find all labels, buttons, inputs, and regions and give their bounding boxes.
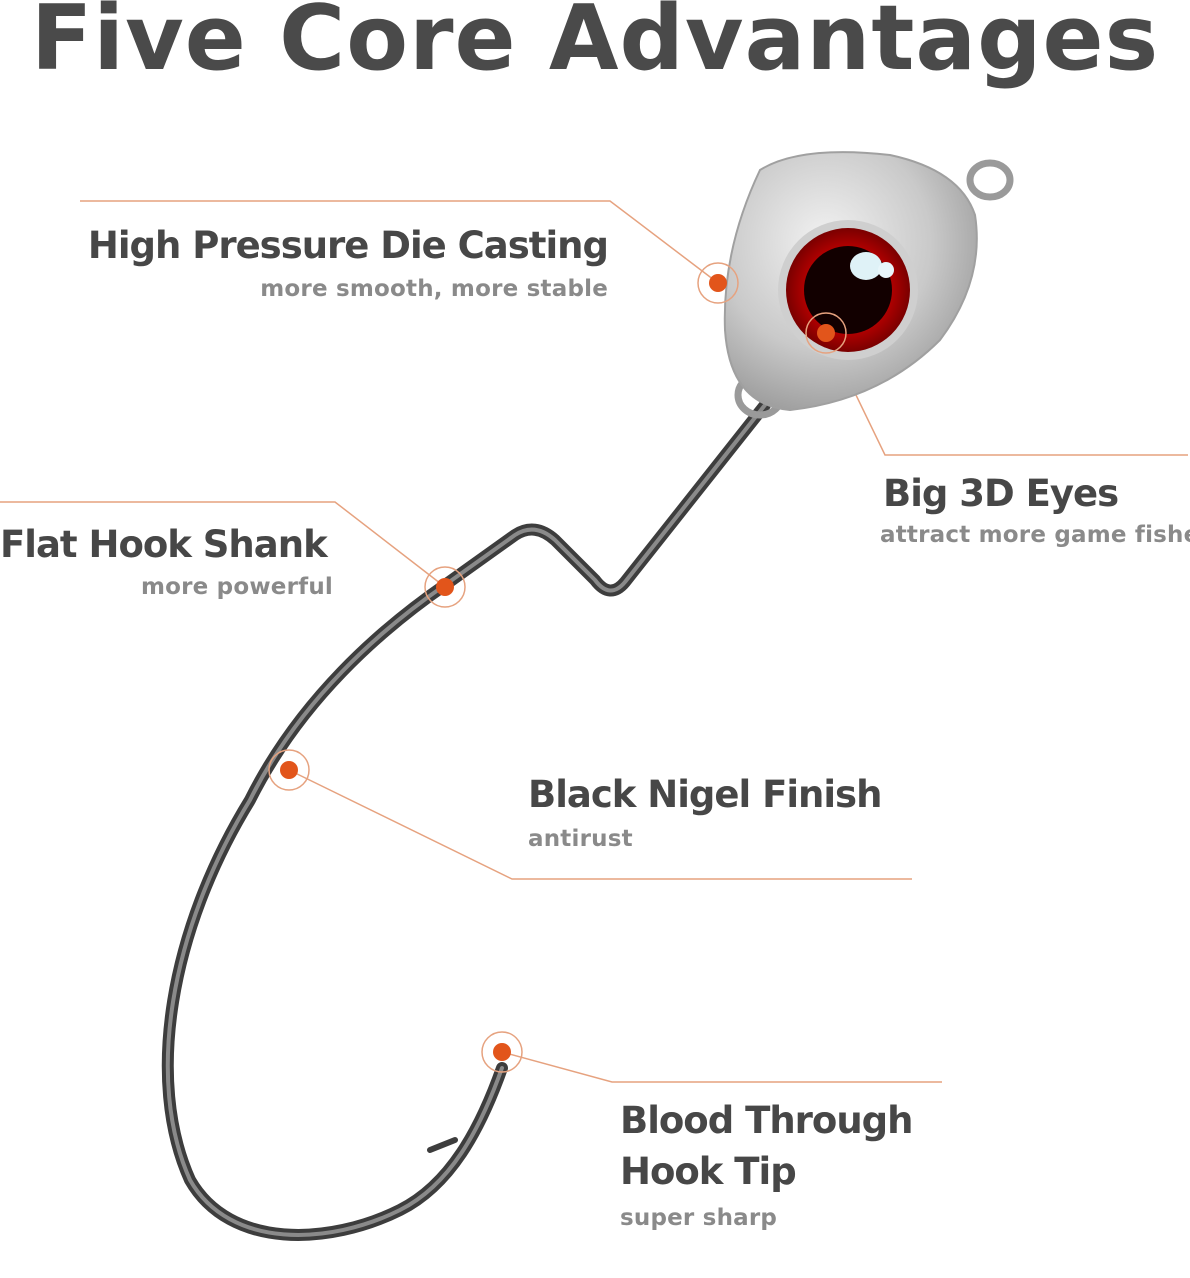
feature-subtitle-finish: antirust: [528, 826, 633, 852]
feature-title-die-casting: High Pressure Die Casting: [87, 224, 609, 267]
callout-line-shank: [0, 501, 446, 588]
feature-title-shank: Flat Hook Shank: [0, 523, 328, 566]
callout-dots: [268, 262, 847, 1073]
callout-line-tip: [501, 1051, 942, 1083]
jig-head: [723, 151, 1014, 419]
feature-subtitle-eyes: attract more game fishes: [880, 522, 1190, 548]
line-tie-eyelet: [966, 159, 1014, 201]
page-title: Five Core Advantages: [30, 0, 1160, 91]
feature-title-eyes: Big 3D Eyes: [883, 472, 1119, 515]
hook-wire: [161, 399, 771, 1241]
feature-title-tip-line2: Hook Tip: [620, 1150, 797, 1193]
feature-subtitle-die-casting: more smooth, more stable: [260, 276, 608, 302]
callout-dot-finish: [268, 749, 310, 791]
callout-dot-shank: [424, 566, 466, 608]
callout-dot-die-casting: [697, 262, 739, 304]
callout-line-finish: [288, 769, 912, 880]
feature-title-finish: Black Nigel Finish: [528, 773, 882, 816]
callout-dot-eyes: [805, 312, 847, 354]
callout-dot-tip: [481, 1031, 523, 1073]
feature-subtitle-tip: super sharp: [620, 1205, 778, 1231]
callout-line-die-casting: [80, 200, 719, 284]
feature-title-tip-line1: Blood Through: [620, 1099, 914, 1142]
feature-subtitle-shank: more powerful: [140, 574, 333, 600]
